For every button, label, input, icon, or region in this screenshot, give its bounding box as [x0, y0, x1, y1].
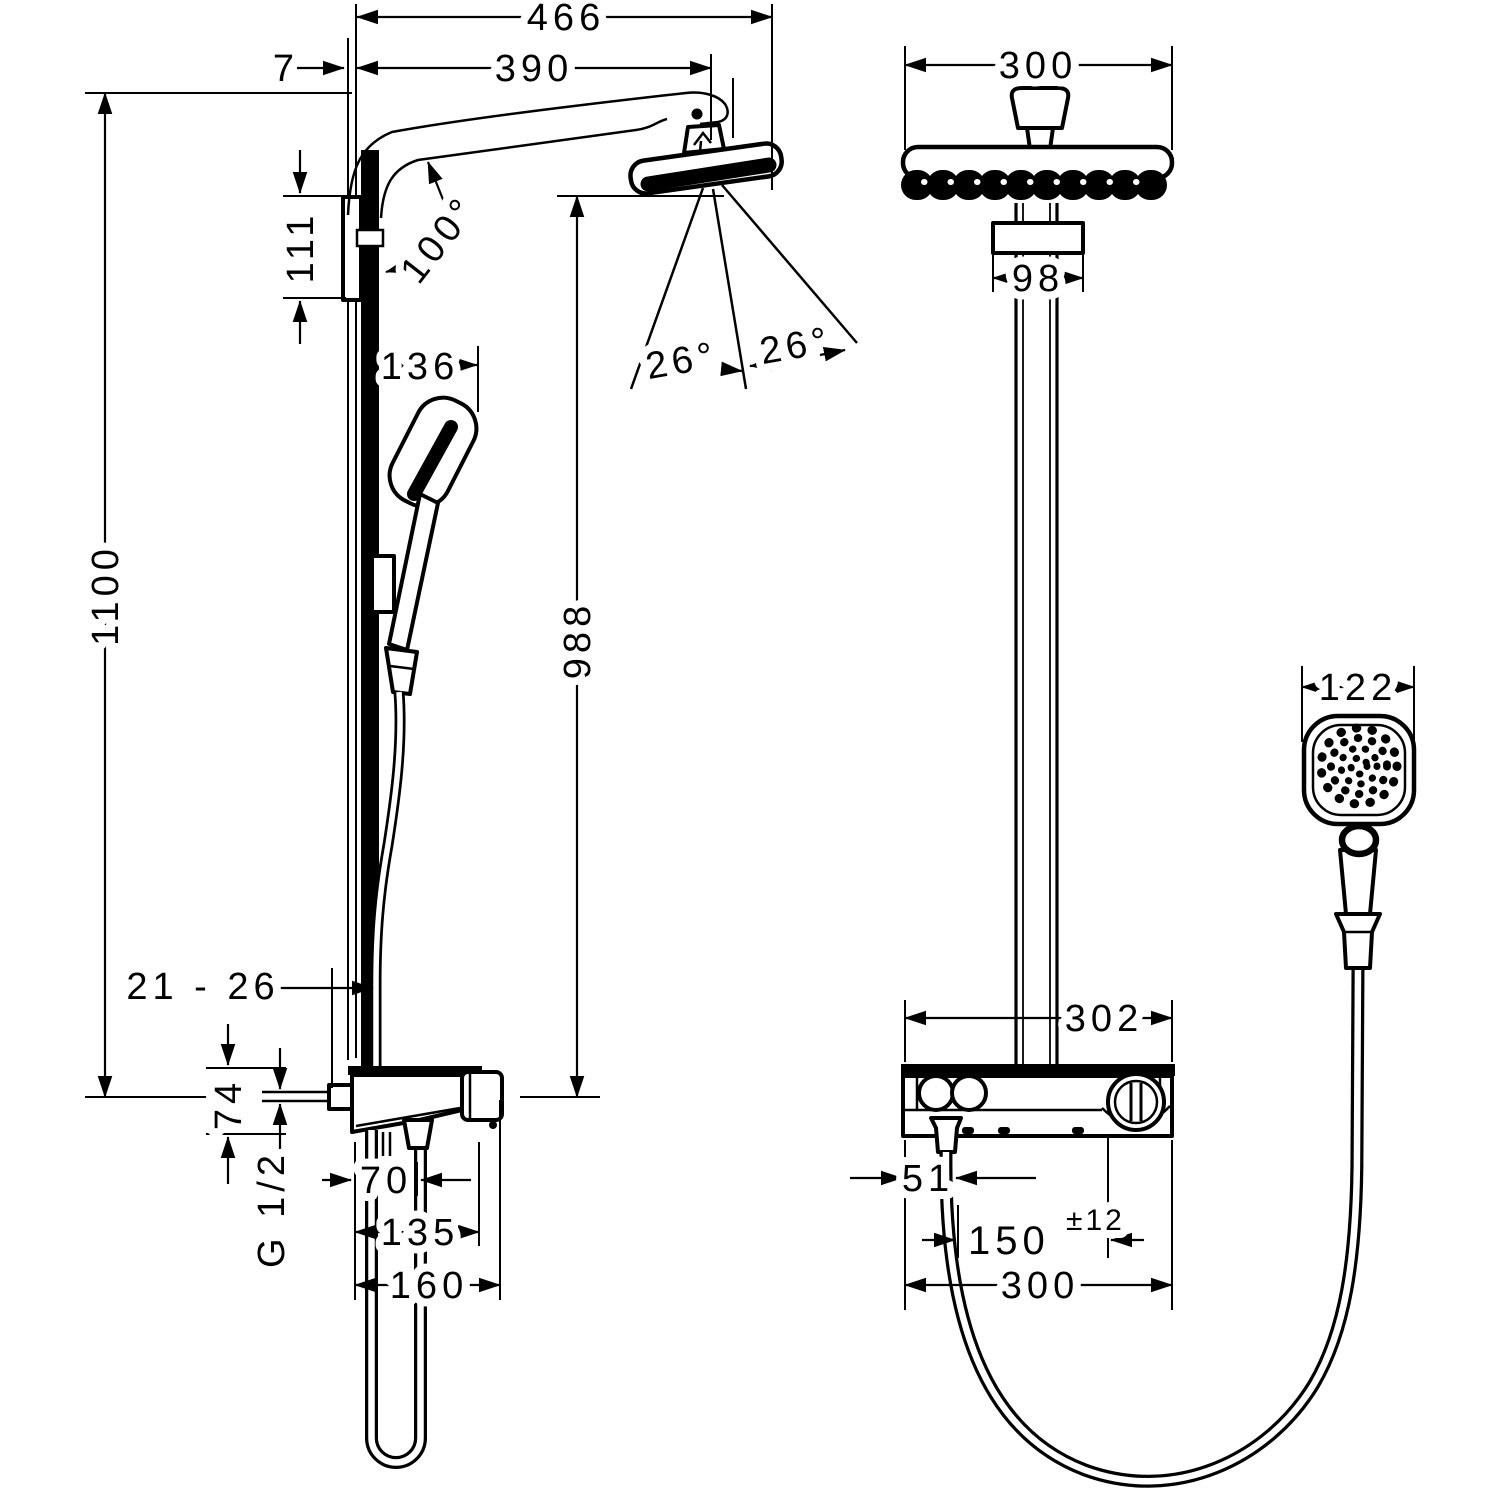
- dim-label-supply-tolerance: ±12: [1066, 1204, 1125, 1237]
- valve-knob-side: [460, 1070, 504, 1122]
- temp-knob-slot: [1129, 1083, 1143, 1121]
- spray-face-side: [640, 157, 777, 192]
- hand-shower-neck-front: [1338, 848, 1378, 916]
- arrow-26-right-in: [749, 356, 772, 372]
- dimension-lines: [85, 4, 1415, 1310]
- dim-label-bracket-width: 98: [1012, 258, 1064, 300]
- arm-pivot-screw: [691, 108, 703, 120]
- select-button-2: [950, 1074, 988, 1112]
- dim-label-bracket-height: 111: [280, 211, 322, 284]
- dim-label-shelf-width: 302: [1065, 998, 1143, 1040]
- dim-label-valve-overall: 160: [390, 1265, 468, 1307]
- supply-stub: [262, 1090, 392, 1156]
- hose-outlet-front: [929, 1116, 963, 1154]
- hand-shower-face-side: [407, 420, 458, 501]
- shower-arm-inner: [379, 117, 668, 219]
- supply-escutcheon: [327, 1083, 354, 1111]
- arrow-26-right-out: [819, 346, 846, 362]
- dim-label-supply-overall: 300: [1001, 1265, 1079, 1307]
- shower-pipe: [1014, 203, 1059, 1064]
- dim-label-arm-reach: 390: [495, 48, 573, 90]
- spray-lines: [629, 184, 858, 390]
- arrow-100-bar: [385, 258, 429, 274]
- dim-label-handshower-width: 122: [1319, 667, 1397, 709]
- head-joint-mark: [693, 130, 712, 153]
- dim-label-valve-width: 135: [381, 1212, 459, 1254]
- select-button-1: [917, 1074, 955, 1112]
- shower-hose-side-core: [373, 691, 403, 1075]
- hand-shower-nozzle-rings: [1316, 723, 1402, 809]
- pivot-knob: [1009, 86, 1071, 130]
- dim-label-bar-height: 1100: [85, 544, 127, 646]
- dim-label-mount-depth: 21 - 26: [126, 966, 279, 1008]
- arrow-26-left-out: [646, 367, 671, 382]
- dim-label-supply-spacing: 150: [968, 1219, 1050, 1263]
- dim-label-total-width: 466: [527, 0, 605, 39]
- dim-label-holder-offset: 136: [381, 346, 459, 388]
- valve-wedge-line: [355, 1106, 461, 1128]
- dim-label-spray-angle-left: 26°: [643, 334, 722, 388]
- hand-shower-connector-front: [1334, 912, 1382, 970]
- dim-label-valve-height: 74: [208, 1078, 250, 1130]
- dim-label-wall-gap: 7: [273, 48, 299, 90]
- hand-shower-handle-side: [387, 492, 440, 652]
- arrow-100-arm: [426, 161, 454, 223]
- bar-clamp: [355, 228, 385, 248]
- connector-band: [389, 664, 415, 671]
- shower-arm-outer: [346, 91, 729, 216]
- dim-label-spray-angle-right: 26°: [757, 319, 836, 373]
- valve-shelf-side: [348, 1066, 482, 1075]
- dim-label-arm-angle: 100°: [393, 188, 487, 292]
- dim-label-hose-offset: 51: [902, 1158, 954, 1200]
- temp-knob-inner: [1113, 1079, 1159, 1125]
- valve-shelf-front: [901, 1064, 1175, 1076]
- dim-label-thread-size: G 1/2: [251, 1150, 293, 1268]
- shower-hose-front-core: [942, 967, 1362, 1485]
- dimension-labels: 466 390 7 111 1100 136 100° 988 26° 26° …: [77, 0, 1400, 1315]
- arrow-26-left-in: [720, 361, 743, 377]
- hose-outlet-side: [402, 1118, 434, 1150]
- side-view: [262, 4, 858, 1469]
- front-view: [900, 86, 1417, 1488]
- hose-loop-side-core: [368, 1130, 424, 1466]
- valve-hook: [489, 1121, 497, 1129]
- dim-label-head-width: 300: [999, 45, 1077, 87]
- wall-bracket: [341, 195, 363, 302]
- dim-label-outlet-offset: 70: [360, 1160, 412, 1202]
- hand-shower-spray-hole: [1338, 822, 1380, 858]
- hand-shower-holder: [370, 554, 396, 614]
- hand-shower-connector-side: [384, 646, 419, 696]
- valve-feet: [962, 1127, 1084, 1134]
- pipe-bracket: [991, 221, 1085, 255]
- dim-label-headroom: 988: [557, 601, 599, 679]
- valve-body-side: [350, 1073, 464, 1134]
- temp-knob: [1106, 1072, 1166, 1132]
